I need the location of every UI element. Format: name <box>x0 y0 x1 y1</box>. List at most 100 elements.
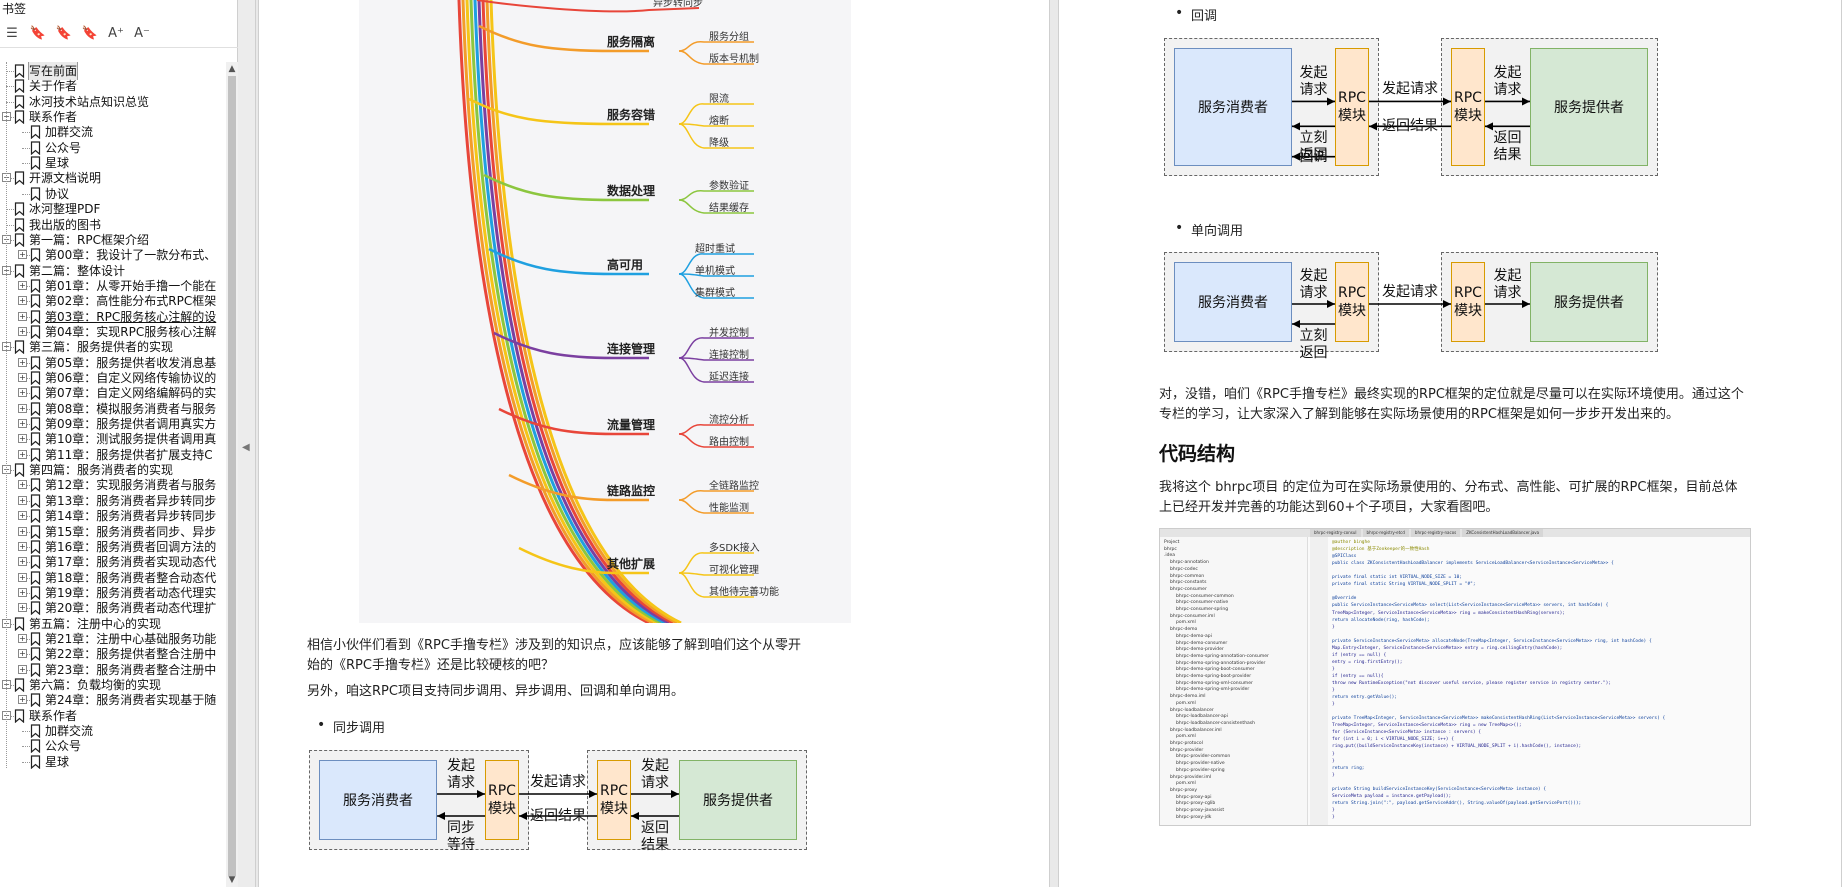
ide-code-line: public ServiceInstance<ServiceMeta> sele… <box>1332 603 1609 609</box>
bookmark-item[interactable]: +第19章：服务消费者动态代理实 <box>0 584 226 602</box>
bookmark-item[interactable]: +第04章：实现RPC服务核心注解 <box>0 323 226 341</box>
mindmap-leaf: 连接控制 <box>709 350 749 361</box>
bookmark-item[interactable]: +第05章：服务提供者收发消息基 <box>0 354 226 372</box>
bookmark-item[interactable]: +第24章：服务消费者实现基于随 <box>0 691 226 709</box>
ide-code-line: } <box>1332 688 1335 694</box>
bookmark-item[interactable]: +第14章：服务消费者异步转同步 <box>0 507 226 525</box>
expand-icon[interactable]: + <box>18 311 27 321</box>
ide-project-item: bhrpc-loadbalancer <box>1170 707 1214 713</box>
collapse-panel-icon[interactable]: ◀ <box>242 442 250 453</box>
bookmark-icon <box>30 187 41 201</box>
bookmark-item[interactable]: 加群交流 <box>0 722 226 740</box>
mindmap-leaf-line <box>678 50 754 65</box>
expand-icon[interactable]: + <box>18 373 27 382</box>
bookmark-item[interactable]: +第08章：模拟服务消费者与服务 <box>0 400 226 418</box>
bookmark-item[interactable]: +第12章：实现服务消费者与服务 <box>0 476 226 494</box>
expand-icon[interactable]: + <box>18 357 27 367</box>
tree-connector <box>22 485 32 487</box>
expand-icon[interactable]: + <box>18 572 27 582</box>
bookmark-item[interactable]: +第22章：服务提供者整合注册中 <box>0 645 226 663</box>
expand-icon[interactable]: + <box>18 296 27 306</box>
bookmark-icon <box>30 755 41 769</box>
bookmark-item[interactable]: +第09章：服务提供者调用真实方 <box>0 415 226 433</box>
tree-connector <box>22 700 32 702</box>
expand-icon[interactable]: + <box>18 403 27 413</box>
bookmark-item[interactable]: 冰河整理PDF <box>0 200 226 218</box>
bookmark-icon <box>30 647 41 662</box>
bookmark-icon <box>14 79 25 94</box>
expand-icon[interactable]: + <box>18 388 27 398</box>
expand-icon[interactable]: + <box>18 280 27 290</box>
expand-icon[interactable]: + <box>18 695 27 705</box>
bookmark-item[interactable]: +第01章：从零开始手撸一个能在 <box>0 277 226 295</box>
mindmap-leaf: 参数验证 <box>709 181 749 192</box>
expand-icon[interactable]: + <box>18 557 27 567</box>
scroll-down-icon[interactable]: ▼ <box>228 875 236 885</box>
mindmap-leaf: 超时重试 <box>695 244 735 255</box>
bookmark-item[interactable]: +第20章：服务消费者动态代理扩 <box>0 599 226 617</box>
bookmark-next-icon[interactable]: 🔖 <box>81 26 99 41</box>
panel-splitter[interactable]: ◀ <box>238 0 256 887</box>
bookmark-add-icon[interactable]: 🔖 <box>29 26 47 41</box>
bookmark-item[interactable]: +第18章：服务消费者整合动态代 <box>0 569 226 587</box>
expand-icon[interactable]: + <box>18 326 27 336</box>
bookmark-item[interactable]: 冰河技术站点知识总览 <box>0 93 226 111</box>
bookmark-item[interactable]: +第07章：自定义网络编解码的实 <box>0 384 226 402</box>
bookmark-item[interactable]: 公众号 <box>0 737 226 755</box>
bookmark-item[interactable]: 星球 <box>0 154 226 172</box>
flow-label: 发起 请求 <box>1299 268 1328 301</box>
arrow-head <box>1292 122 1300 131</box>
expand-icon[interactable]: + <box>18 541 27 551</box>
expand-icon[interactable]: + <box>18 511 27 521</box>
expand-icon[interactable]: + <box>18 449 27 459</box>
bookmark-item[interactable]: +第23章：服务消费者整合注册中 <box>0 661 226 679</box>
bookmark-item[interactable]: +第00章：我设计了一款分布式、 <box>0 246 226 264</box>
mindmap-leaf-line <box>678 357 754 383</box>
tree-options-icon[interactable]: ☰ <box>6 26 18 41</box>
bookmark-icon <box>30 309 41 324</box>
bookmarks-panel-title: 书签 <box>2 2 27 16</box>
expand-icon[interactable]: + <box>18 480 27 490</box>
font-decrease-icon[interactable]: A⁻ <box>134 26 150 41</box>
expand-icon[interactable]: + <box>18 633 27 643</box>
bookmark-item[interactable]: 公众号 <box>0 139 226 157</box>
expand-icon[interactable]: + <box>18 649 27 659</box>
expand-icon[interactable]: + <box>18 587 27 597</box>
bookmark-item[interactable]: 关于作者 <box>0 77 226 95</box>
scrollbar-thumb[interactable] <box>228 76 236 876</box>
bookmark-item[interactable]: 加群交流 <box>0 123 226 141</box>
ide-code-line: private final static int VIRTUAL_NODE_SI… <box>1332 575 1463 581</box>
bookmark-prev-icon[interactable]: 🔖 <box>55 26 73 41</box>
bookmark-item[interactable]: +第11章：服务提供者扩展支持C <box>0 446 226 464</box>
bookmark-icon <box>14 263 25 278</box>
bookmark-item[interactable]: +第16章：服务消费者回调方法的 <box>0 538 226 556</box>
expand-icon[interactable]: + <box>18 434 27 444</box>
bookmark-item[interactable]: +第10章：测试服务提供者调用真 <box>0 430 226 448</box>
bookmark-scrollbar[interactable]: ▲ ▼ <box>226 62 238 887</box>
bookmark-item[interactable]: 星球 <box>0 753 226 771</box>
expand-icon[interactable]: + <box>18 419 27 429</box>
bookmark-item[interactable]: +第06章：自定义网络传输协议的 <box>0 369 226 387</box>
bookmark-item[interactable]: +第13章：服务消费者异步转同步 <box>0 492 226 510</box>
ide-project-item: pom.xml <box>1176 734 1196 740</box>
bookmark-item[interactable]: 写在前面 <box>0 62 226 80</box>
expand-icon[interactable]: + <box>18 603 27 613</box>
mindmap-trunk <box>485 0 678 623</box>
expand-icon[interactable]: + <box>18 664 27 674</box>
bookmark-item[interactable]: +第02章：高性能分布式RPC框架 <box>0 292 226 310</box>
ide-project-item: bhrpc-proxy-javassist <box>1176 808 1225 813</box>
mindmap-branch-line <box>478 24 649 53</box>
font-increase-icon[interactable]: A⁺ <box>108 26 124 41</box>
bookmark-item[interactable]: +第21章：注册中心基础服务功能 <box>0 630 226 648</box>
mindmap-branch-line <box>468 97 649 126</box>
bookmark-item[interactable]: 我出版的图书 <box>0 216 226 234</box>
scroll-up-icon[interactable]: ▲ <box>228 64 236 74</box>
arrow-head <box>589 790 597 798</box>
expand-icon[interactable]: + <box>18 526 27 536</box>
expand-icon[interactable]: + <box>18 495 27 505</box>
bookmark-item[interactable]: +第03章：RPC服务核心注解的设 <box>0 308 226 326</box>
bookmark-item[interactable]: +第17章：服务消费者实现动态代 <box>0 553 226 571</box>
expand-icon[interactable]: + <box>18 250 27 260</box>
bookmark-item[interactable]: 协议 <box>0 185 226 203</box>
bookmark-item[interactable]: +第15章：服务消费者同步、异步 <box>0 523 226 541</box>
